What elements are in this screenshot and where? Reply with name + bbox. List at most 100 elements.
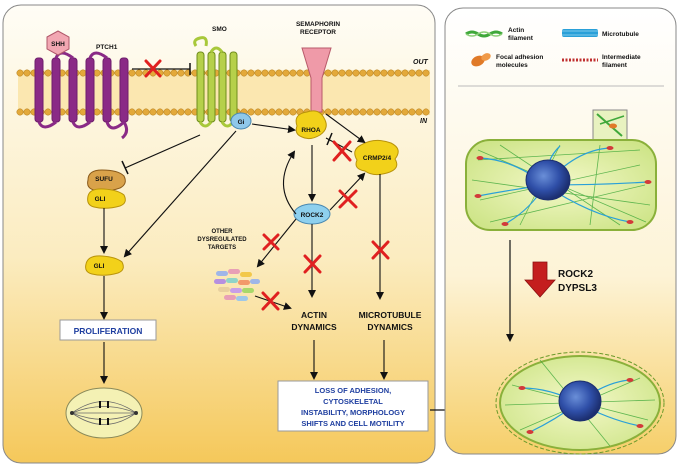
lipid-head — [331, 108, 339, 116]
rock2-actin-cross-icon — [303, 254, 322, 274]
crmp-microtubule-cross-icon — [371, 240, 390, 260]
gli-complex-label: GLI — [95, 196, 106, 203]
crmp-label: CRMP2/4 — [363, 155, 392, 162]
lipid-head — [380, 69, 388, 77]
blocked-cross-icons — [261, 140, 390, 311]
lipid-head — [352, 108, 360, 116]
sufu-label: SUFU — [95, 176, 113, 183]
rock2-label: ROCK2 — [301, 212, 324, 219]
ptch1-inhibition-cross-icon — [144, 59, 162, 78]
lipid-head — [268, 69, 276, 77]
lipid-head — [268, 108, 276, 116]
lipid-head — [282, 69, 290, 77]
gi-protein — [230, 112, 252, 130]
ptch1-label: PTCH1 — [96, 44, 118, 51]
outcome-label-2: CYTOSKELETAL — [323, 397, 383, 406]
lipid-head — [261, 69, 269, 77]
lipid-head — [401, 108, 409, 116]
lipid-head — [247, 69, 255, 77]
gi-label: Gi — [238, 119, 245, 126]
lipid-head — [177, 108, 185, 116]
lipid-head — [275, 108, 283, 116]
focal-adhesion-icon — [471, 53, 491, 67]
lipid-head — [184, 108, 192, 116]
other-targets-label-1: OTHER — [212, 229, 234, 235]
semaphorin-crmp-arrow — [325, 113, 366, 144]
lipid-head — [128, 108, 136, 116]
lipid-head — [93, 108, 101, 116]
gli-label: GLI — [94, 263, 105, 270]
lipid-head — [254, 108, 262, 116]
lipid-head — [345, 108, 353, 116]
outcome-box — [277, 380, 429, 432]
in-label: IN — [420, 118, 428, 125]
gi-rhoa-arrow — [251, 123, 296, 134]
lipid-head — [142, 108, 150, 116]
gli-protein — [85, 255, 124, 276]
crmp-protein — [354, 139, 399, 176]
lipid-head — [149, 108, 157, 116]
legend-focal-label-2: molecules — [496, 62, 528, 69]
legend-intermediate-label-1: Intermediate — [602, 54, 641, 61]
rock2-crmp-arrow — [329, 172, 366, 211]
rhoa-label: RHOA — [301, 127, 320, 134]
gli-complex-protein — [87, 188, 126, 209]
lipid-head — [394, 69, 402, 77]
shh-label: SHH — [51, 41, 65, 48]
normal-cell-nucleus — [525, 159, 571, 201]
legend-focal-label-1: Focal adhesion — [496, 54, 543, 61]
legend-intermediate-label-2: filament — [602, 62, 628, 69]
smo-receptor — [193, 36, 238, 128]
lipid-head — [387, 69, 395, 77]
rock2-targets-arrow — [256, 218, 297, 268]
lipid-head — [422, 69, 430, 77]
semaphorin-receptor — [301, 47, 332, 113]
shh-ligand — [46, 30, 70, 56]
lipid-head — [170, 108, 178, 116]
other-targets-label-2: DYSREGULATED — [197, 237, 247, 243]
lipid-head — [240, 69, 248, 77]
lipid-head — [408, 108, 416, 116]
downregulation-arrow-icon — [524, 261, 556, 298]
outcome-label-4: SHIFTS AND CELL MOTILITY — [301, 419, 404, 428]
targets-actin-cross-icon — [261, 291, 280, 311]
lipid-head — [345, 69, 353, 77]
lipid-head — [156, 108, 164, 116]
proliferation-box — [59, 319, 157, 341]
normal-cell — [465, 139, 657, 231]
rhoa-protein — [295, 110, 327, 140]
lipid-head — [366, 108, 374, 116]
semaphorin-label-2: RECEPTOR — [300, 29, 336, 36]
lipid-head — [275, 69, 283, 77]
sufu-protein — [87, 169, 126, 192]
lipid-head — [338, 69, 346, 77]
smo-label: SMO — [212, 26, 227, 33]
lipid-head — [380, 108, 388, 116]
downregulated-gene-dypsl3: DYPSL3 — [558, 283, 597, 294]
legend: Actin filament Microtubule Focal adhesio… — [465, 27, 641, 69]
ptch1-receptor — [34, 51, 129, 140]
lipid-head — [415, 108, 423, 116]
lipid-head — [394, 108, 402, 116]
outcome-label-1: LOSS OF ADHESION, — [315, 386, 391, 395]
lipid-head — [44, 108, 52, 116]
proliferation-label: PROLIFERATION — [74, 326, 143, 336]
actin-filament-icon — [465, 30, 503, 38]
lipid-head — [79, 108, 87, 116]
lipid-head — [324, 69, 332, 77]
lipid-head — [44, 69, 52, 77]
lipid-head — [163, 108, 171, 116]
lipid-head — [408, 69, 416, 77]
microtubule-dynamics-label-1: MICROTUBULE — [359, 310, 422, 320]
lipid-head — [296, 69, 304, 77]
lipid-head — [23, 69, 31, 77]
lipid-head — [352, 69, 360, 77]
lipid-head — [261, 108, 269, 116]
other-targets-label-3: TARGETS — [208, 245, 236, 251]
rock2-crmp-cross-icon — [338, 189, 358, 209]
legend-microtubule-label: Microtubule — [602, 31, 639, 38]
actin-dynamics-label-1: ACTIN — [301, 310, 327, 320]
outcome-label-3: INSTABILITY, MORPHOLOGY — [301, 408, 405, 417]
lipid-head — [254, 69, 262, 77]
